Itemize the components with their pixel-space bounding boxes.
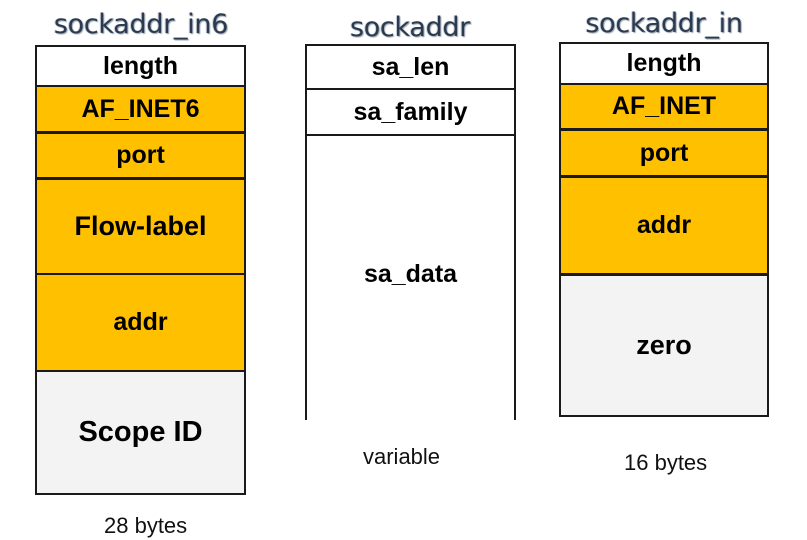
sockaddr-in6-size: 28 bytes [104,513,188,538]
sockaddr-in-field-family-label: AF_INET [611,92,717,120]
sockaddr-in6-struct: length AF_INET6 port Flow-label addr Sco… [35,45,246,495]
sockaddr-field-sa-len: sa_len [307,46,514,88]
sockaddr-in-field-zero-label: zero [636,330,692,360]
sockaddr-in-field-length-label: length [626,49,702,77]
sockaddr-field-sa-family-label: sa_family [353,97,468,126]
sockaddr-in6-field-port: port [37,131,244,177]
sockaddr-in6-field-flow-label: Flow-label [37,177,244,273]
sockaddr-size: variable [363,444,441,469]
sockaddr-in-struct: length AF_INET port addr zero [559,42,769,417]
sockaddr-in6-field-port-label: port [116,141,165,169]
sockaddr-title: sockaddr [349,12,471,43]
sockaddr-in-field-family: AF_INET [561,83,767,128]
sockaddr-in-size: 16 bytes [624,450,708,475]
sockaddr-in6-field-scope-id: Scope ID [37,370,244,493]
sockaddr-field-sa-family: sa_family [307,88,514,134]
sockaddr-in-field-port: port [561,128,767,175]
sockaddr-in6-field-flow-label-label: Flow-label [74,211,207,241]
sockaddr-in6-field-length-label: length [103,51,178,80]
sockaddr-field-sa-len-label: sa_len [371,52,450,81]
sockaddr-field-sa-data-label: sa_data [363,260,458,288]
sockaddr-in6-field-family: AF_INET6 [37,85,244,131]
sockaddr-field-sa-data: sa_data [307,134,514,420]
sockaddr-in6-field-scope-id-label: Scope ID [78,416,203,448]
sockaddr-in-field-port-label: port [639,138,689,167]
sockaddr-in6-field-family-label: AF_INET6 [81,94,200,123]
sockaddr-in-title: sockaddr_in [585,8,743,39]
sockaddr-in6-field-addr-label: addr [113,308,168,336]
sockaddr-in6-title: sockaddr_in6 [53,9,229,40]
sockaddr-in-field-addr-label: addr [636,211,692,239]
sockaddr-in-field-addr: addr [561,175,767,273]
sockaddr-in6-field-addr: addr [37,273,244,370]
sockaddr-in6-field-length: length [37,47,244,85]
sockaddr-in-field-length: length [561,44,767,83]
sockaddr-struct: sa_len sa_family sa_data [305,44,516,420]
sockaddr-in-field-zero: zero [561,273,767,415]
